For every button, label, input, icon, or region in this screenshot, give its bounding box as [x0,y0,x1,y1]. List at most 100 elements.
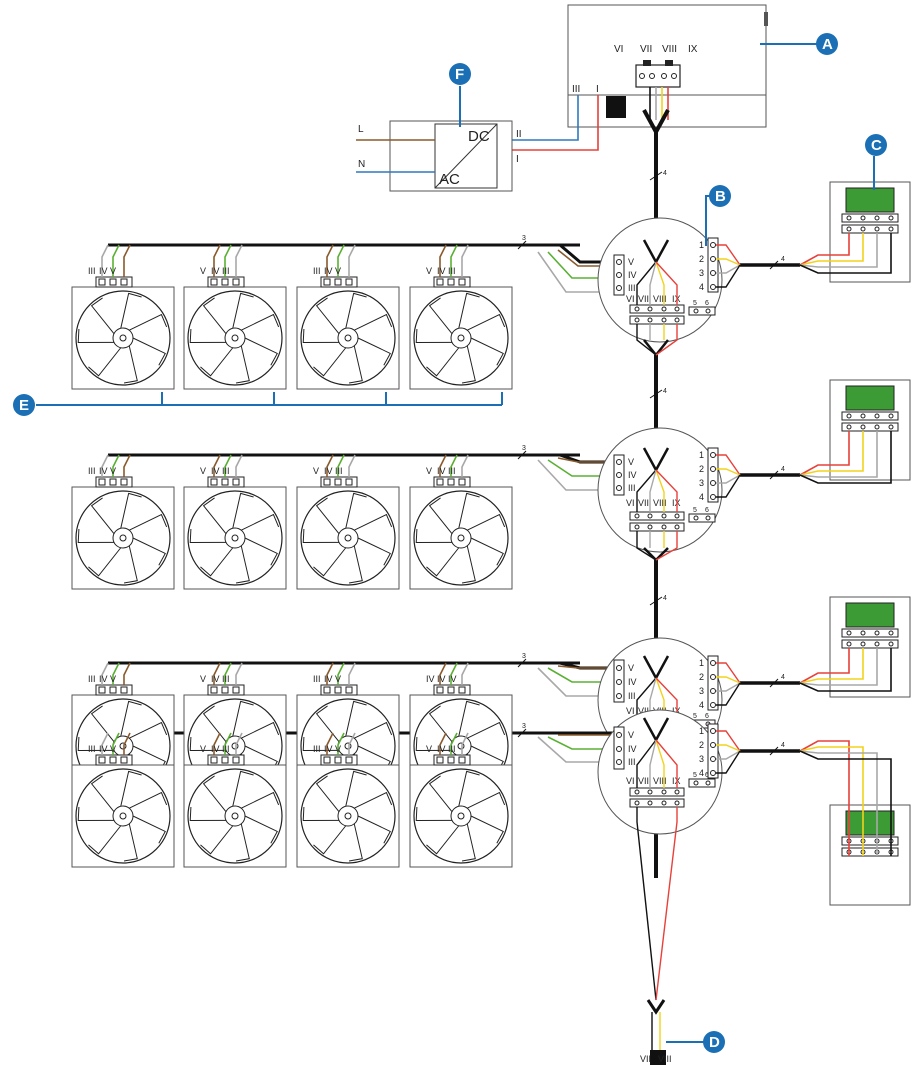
row-4: 3 V IV III 1 2 3 4 VI VII VIII IX [108,709,723,1001]
jb3-p2: 2 [699,672,704,682]
fan-terminal-label: V [200,674,206,684]
control-panel-2: 4 [716,379,911,498]
jb3-b-ix: IX [672,706,681,716]
fan-terminal-label: IV [437,744,446,754]
fan-terminal-label: IV [426,674,435,684]
fan-cable-count-4: 3 [522,723,526,730]
jb3-p4: 4 [699,700,704,710]
fan-terminal-label: III [222,744,230,754]
control-panel-4: 4 [716,730,911,906]
jb1-fan-iv: IV [628,270,637,280]
psu-output-i: I [516,154,519,165]
controller-terminal-vi: VI [614,44,623,55]
jb3-aux-5: 5 [693,713,697,720]
psu-output-wires [512,95,599,151]
bus-terminator [646,999,666,1065]
panel-cable-count: 4 [781,256,785,263]
controller-terminal-ix: IX [688,44,698,55]
callout-f-letter: F [455,66,464,83]
jb1-aux-6: 6 [705,300,709,307]
jb2-fan-iii: III [628,483,636,493]
fan-terminal-label: III [313,674,321,684]
controller-power-iii: III [572,84,580,95]
jb1-fan-iii: III [628,283,636,293]
jb3-fan-v: V [628,663,634,673]
fan-terminal-label: III [313,266,321,276]
callout-e-letter: E [19,397,29,414]
jb2-b-ix: IX [672,498,681,508]
callout-c-letter: C [871,137,882,154]
control-panel-3: 4 [716,596,911,706]
jb4-p1: 1 [699,726,704,736]
fan-cable-count-3: 3 [522,653,526,660]
row-2: 3 V IV III 1 2 3 4 VI VII VIII IX [108,427,723,562]
jb2-aux-5: 5 [693,507,697,514]
fan-terminal-label: V [335,266,341,276]
fan-terminal-label: III [222,674,230,684]
jb3-fan-iii: III [628,691,636,701]
jb1-b-vii: VII [638,294,649,304]
panel-cable-count: 4 [781,674,785,681]
callout-c: C [865,134,887,190]
jb4-aux-6: 6 [705,772,709,779]
callout-d: D [666,1031,725,1053]
jb1-p4: 4 [699,282,704,292]
fan-terminal-label: V [200,744,206,754]
bus-count-1: 4 [663,170,667,177]
callout-b: B [705,185,731,246]
fan-terminal-label: V [335,674,341,684]
bus-count-2: 4 [663,388,667,395]
fan-terminal-label: V [426,466,432,476]
jb4-b-vi: VI [626,776,635,786]
fan-terminal-label: III [88,466,96,476]
fan-terminal-label: V [110,744,116,754]
jb2-b-viii: VIII [653,498,667,508]
fan-terminal-label: III [222,466,230,476]
jb1-fan-v: V [628,257,634,267]
terminator-label-viii: VIII [658,1054,672,1064]
fan-terminal-label: IV [99,674,108,684]
controller-terminal-viii: VIII [662,44,677,55]
callout-f: F [449,63,471,127]
fan-terminal-label: III [313,744,321,754]
fan-terminal-label: III [448,466,456,476]
controller-unit: VI VII VIII IX III I [567,4,768,128]
fan-terminal-label: IV [324,466,333,476]
junction-box-2: V IV III 1 2 3 4 VI VII VIII IX 5 6 [597,427,723,562]
callout-e: E [13,394,35,416]
fan-terminal-label: IV [211,266,220,276]
jb4-p4: 4 [699,768,704,778]
jb3-p1: 1 [699,658,704,668]
fan-terminal-label: III [335,466,343,476]
jb1-p1: 1 [699,240,704,250]
fan-terminal-label: IV [211,744,220,754]
callout-d-letter: D [709,1034,720,1051]
psu-input-n: N [358,159,365,170]
psu-ac-label: AC [439,171,460,188]
jb4-fan-iv: IV [628,744,637,754]
jb2-p1: 1 [699,450,704,460]
control-panel-1: 4 [716,181,911,288]
fan-terminal-label: V [110,466,116,476]
fan-terminal-label: V [426,744,432,754]
fan-terminal-label: V [200,266,206,276]
jb3-p3: 3 [699,686,704,696]
jb2-p2: 2 [699,464,704,474]
psu-output-ii: II [516,129,522,140]
fan-terminal-label: IV [324,744,333,754]
controller-terminal-block [635,60,681,88]
callout-a: A [760,33,838,55]
jb1-b-viii: VIII [653,294,667,304]
fan-terminal-label: V [110,674,116,684]
controller-power-i: I [596,84,599,95]
fan-terminal-label: IV [448,674,457,684]
fan-terminal-label: III [88,266,96,276]
jb1-aux-5: 5 [693,300,697,307]
jb1-b-vi: VI [626,294,635,304]
